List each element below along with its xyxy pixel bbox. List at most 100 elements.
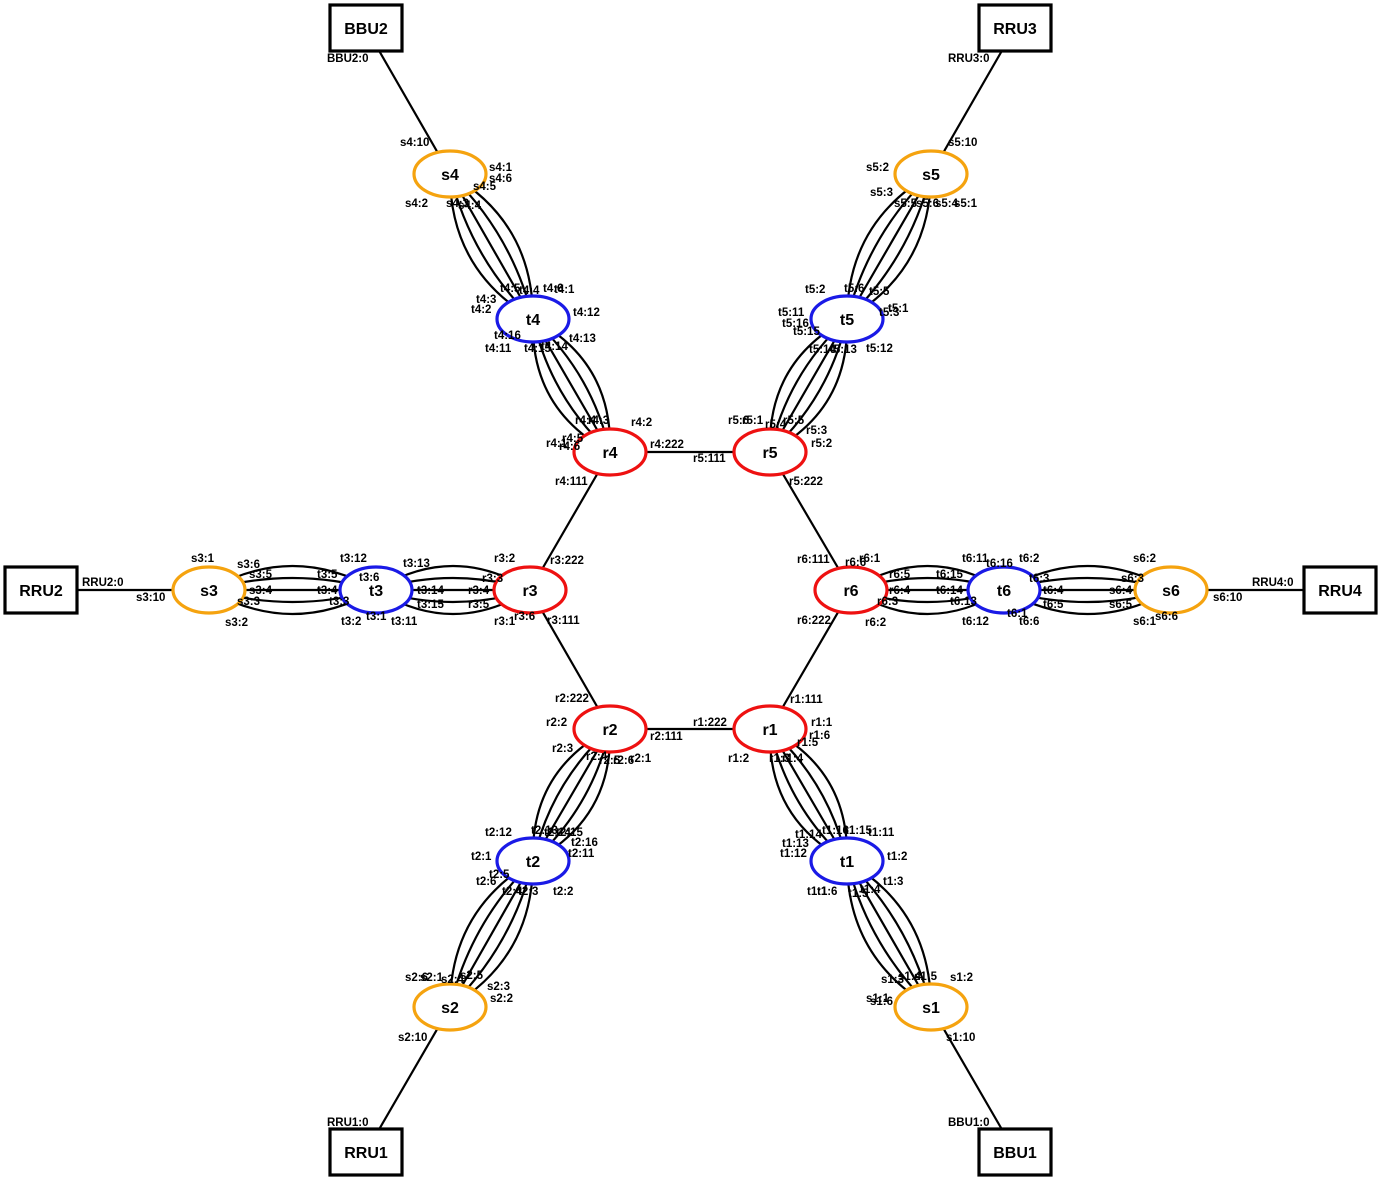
port-label: r5:1 — [742, 415, 764, 427]
endpoint-box-rru1[interactable]: RRU1 — [328, 1127, 404, 1177]
node-r4[interactable]: r4 — [572, 427, 648, 477]
port-label: r1:2 — [728, 753, 749, 765]
node-label: t2 — [526, 854, 540, 871]
box-frame — [977, 1127, 1053, 1177]
port-label: t3:14 — [417, 585, 444, 597]
box-frame — [328, 3, 404, 53]
port-label: r1:6 — [809, 730, 830, 742]
ring-ellipse — [572, 704, 648, 754]
node-t2[interactable]: t2 — [495, 836, 571, 886]
port-label: t4:3 — [476, 294, 496, 306]
port-label: BBU1:0 — [948, 1117, 990, 1129]
port-label: r1:222 — [693, 717, 727, 729]
transport-ellipse — [809, 294, 885, 344]
port-label: r2:1 — [630, 753, 652, 765]
port-label: r6:3 — [877, 596, 898, 608]
node-r1[interactable]: r1 — [732, 704, 808, 754]
port-label: r5:4 — [765, 419, 787, 431]
site-ellipse — [412, 982, 488, 1032]
port-label: s1:3 — [881, 974, 904, 986]
endpoint-box-rru3[interactable]: RRU3 — [977, 3, 1053, 53]
port-label: s4:4 — [458, 200, 482, 212]
port-label: s3:1 — [191, 553, 215, 565]
port-label: s2:1 — [420, 972, 444, 984]
port-label: t5:15 — [793, 326, 820, 338]
port-label: r5:5 — [783, 415, 805, 427]
node-s6[interactable]: s6 — [1133, 565, 1209, 615]
port-label: r5:222 — [789, 476, 823, 488]
port-label: r4:222 — [650, 439, 684, 451]
port-label: s6:2 — [1133, 553, 1156, 565]
node-s5[interactable]: s5 — [893, 149, 969, 199]
port-label: t4:15 — [524, 343, 551, 355]
ring-ellipse — [813, 565, 889, 615]
node-label: r1 — [762, 722, 777, 739]
port-label: r5:2 — [811, 438, 832, 450]
port-label: RRU2:0 — [82, 577, 124, 589]
link-r2-r3 — [529, 589, 611, 730]
port-label: s5:1 — [954, 198, 978, 210]
port-label: t5:5 — [869, 286, 890, 298]
port-label: s5:10 — [948, 137, 977, 149]
node-t4[interactable]: t4 — [495, 294, 571, 344]
port-label: r4:6 — [559, 441, 580, 453]
endpoint-box-bbu2[interactable]: BBU2 — [328, 3, 404, 53]
port-label: r4:3 — [588, 415, 609, 427]
node-label: t1 — [840, 854, 854, 871]
node-s4[interactable]: s4 — [412, 149, 488, 199]
node-s3[interactable]: s3 — [171, 565, 247, 615]
node-t5[interactable]: t5 — [809, 294, 885, 344]
port-label: BBU2:0 — [327, 53, 369, 65]
port-label: t5:11 — [778, 307, 805, 319]
port-label: t3:12 — [340, 553, 367, 565]
box-label: BBU1 — [993, 1145, 1037, 1162]
node-r3[interactable]: r3 — [492, 565, 568, 615]
endpoint-box-bbu1[interactable]: BBU1 — [977, 1127, 1053, 1177]
port-label: t5:13 — [830, 344, 857, 356]
port-label: t5:6 — [844, 283, 864, 295]
port-label: t6:1 — [1007, 608, 1028, 620]
port-label: r3:6 — [514, 611, 535, 623]
port-label: t6:13 — [950, 596, 977, 608]
port-label: r2:3 — [552, 743, 573, 755]
port-label: r4:1 — [546, 438, 568, 450]
node-s2[interactable]: s2 — [412, 982, 488, 1032]
node-label: t5 — [840, 312, 854, 329]
port-label: s2:4 — [441, 974, 465, 986]
node-s1[interactable]: s1 — [893, 982, 969, 1032]
endpoint-box-rru2[interactable]: RRU2 — [3, 565, 79, 615]
port-label: s4:10 — [400, 137, 429, 149]
node-r6[interactable]: r6 — [813, 565, 889, 615]
port-label: r3:4 — [468, 585, 490, 597]
node-label: r4 — [602, 445, 617, 462]
port-label: r4:4 — [575, 415, 597, 427]
node-t6[interactable]: t6 — [966, 565, 1042, 615]
endpoint-box-rru4[interactable]: RRU4 — [1302, 565, 1378, 615]
port-label: s5:2 — [866, 162, 889, 174]
node-t3[interactable]: t3 — [338, 565, 414, 615]
port-label: t4:1 — [554, 284, 575, 296]
node-label: s2 — [441, 1000, 459, 1017]
port-label: RRU1:0 — [327, 1117, 369, 1129]
ring-ellipse — [572, 427, 648, 477]
port-label: t5:16 — [782, 318, 809, 330]
port-label: s4:1 — [489, 162, 513, 174]
port-label: t2:6 — [476, 876, 496, 888]
box-frame — [3, 565, 79, 615]
link-r6-r1 — [769, 589, 852, 730]
port-label: t6:6 — [1019, 616, 1039, 628]
port-label: t3:2 — [341, 616, 361, 628]
port-label: t5:14 — [809, 344, 836, 356]
port-label: t6:16 — [986, 558, 1013, 570]
node-r2[interactable]: r2 — [572, 704, 648, 754]
port-label: s6:1 — [1133, 616, 1157, 628]
port-label: r3:2 — [494, 553, 515, 565]
site-ellipse — [893, 149, 969, 199]
node-t1[interactable]: t1 — [809, 836, 885, 886]
port-label: t6:11 — [962, 553, 989, 565]
port-label: s4:6 — [489, 173, 512, 185]
node-r5[interactable]: r5 — [732, 427, 808, 477]
port-label: r5:6 — [728, 415, 749, 427]
port-label: s3:10 — [136, 592, 165, 604]
ring-ellipse — [492, 565, 568, 615]
